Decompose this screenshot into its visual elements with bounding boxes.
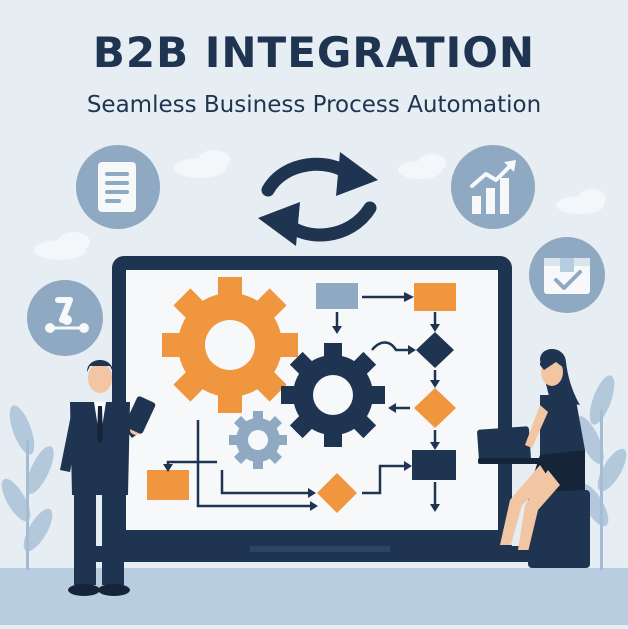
- growth-chart-icon: [451, 145, 535, 229]
- page-title: B2B INTEGRATION: [92, 28, 536, 77]
- flowchart-icon: [147, 283, 456, 513]
- network-icon: [27, 280, 103, 356]
- gear-icon: [162, 277, 298, 413]
- plant-left: [1, 405, 54, 570]
- box-check-icon: [529, 237, 605, 313]
- page-subtitle: Seamless Business Process Automation: [86, 92, 542, 118]
- cloud-decoration: [34, 150, 606, 260]
- gear-icon-dark: [281, 343, 385, 447]
- sync-arrow-head-bottom: [258, 202, 300, 246]
- sync-arrow-head-top: [336, 152, 378, 196]
- document-icon: [76, 145, 160, 229]
- gear-icon-small: [229, 411, 287, 469]
- businesswoman: [477, 348, 590, 568]
- businessman: [60, 360, 156, 596]
